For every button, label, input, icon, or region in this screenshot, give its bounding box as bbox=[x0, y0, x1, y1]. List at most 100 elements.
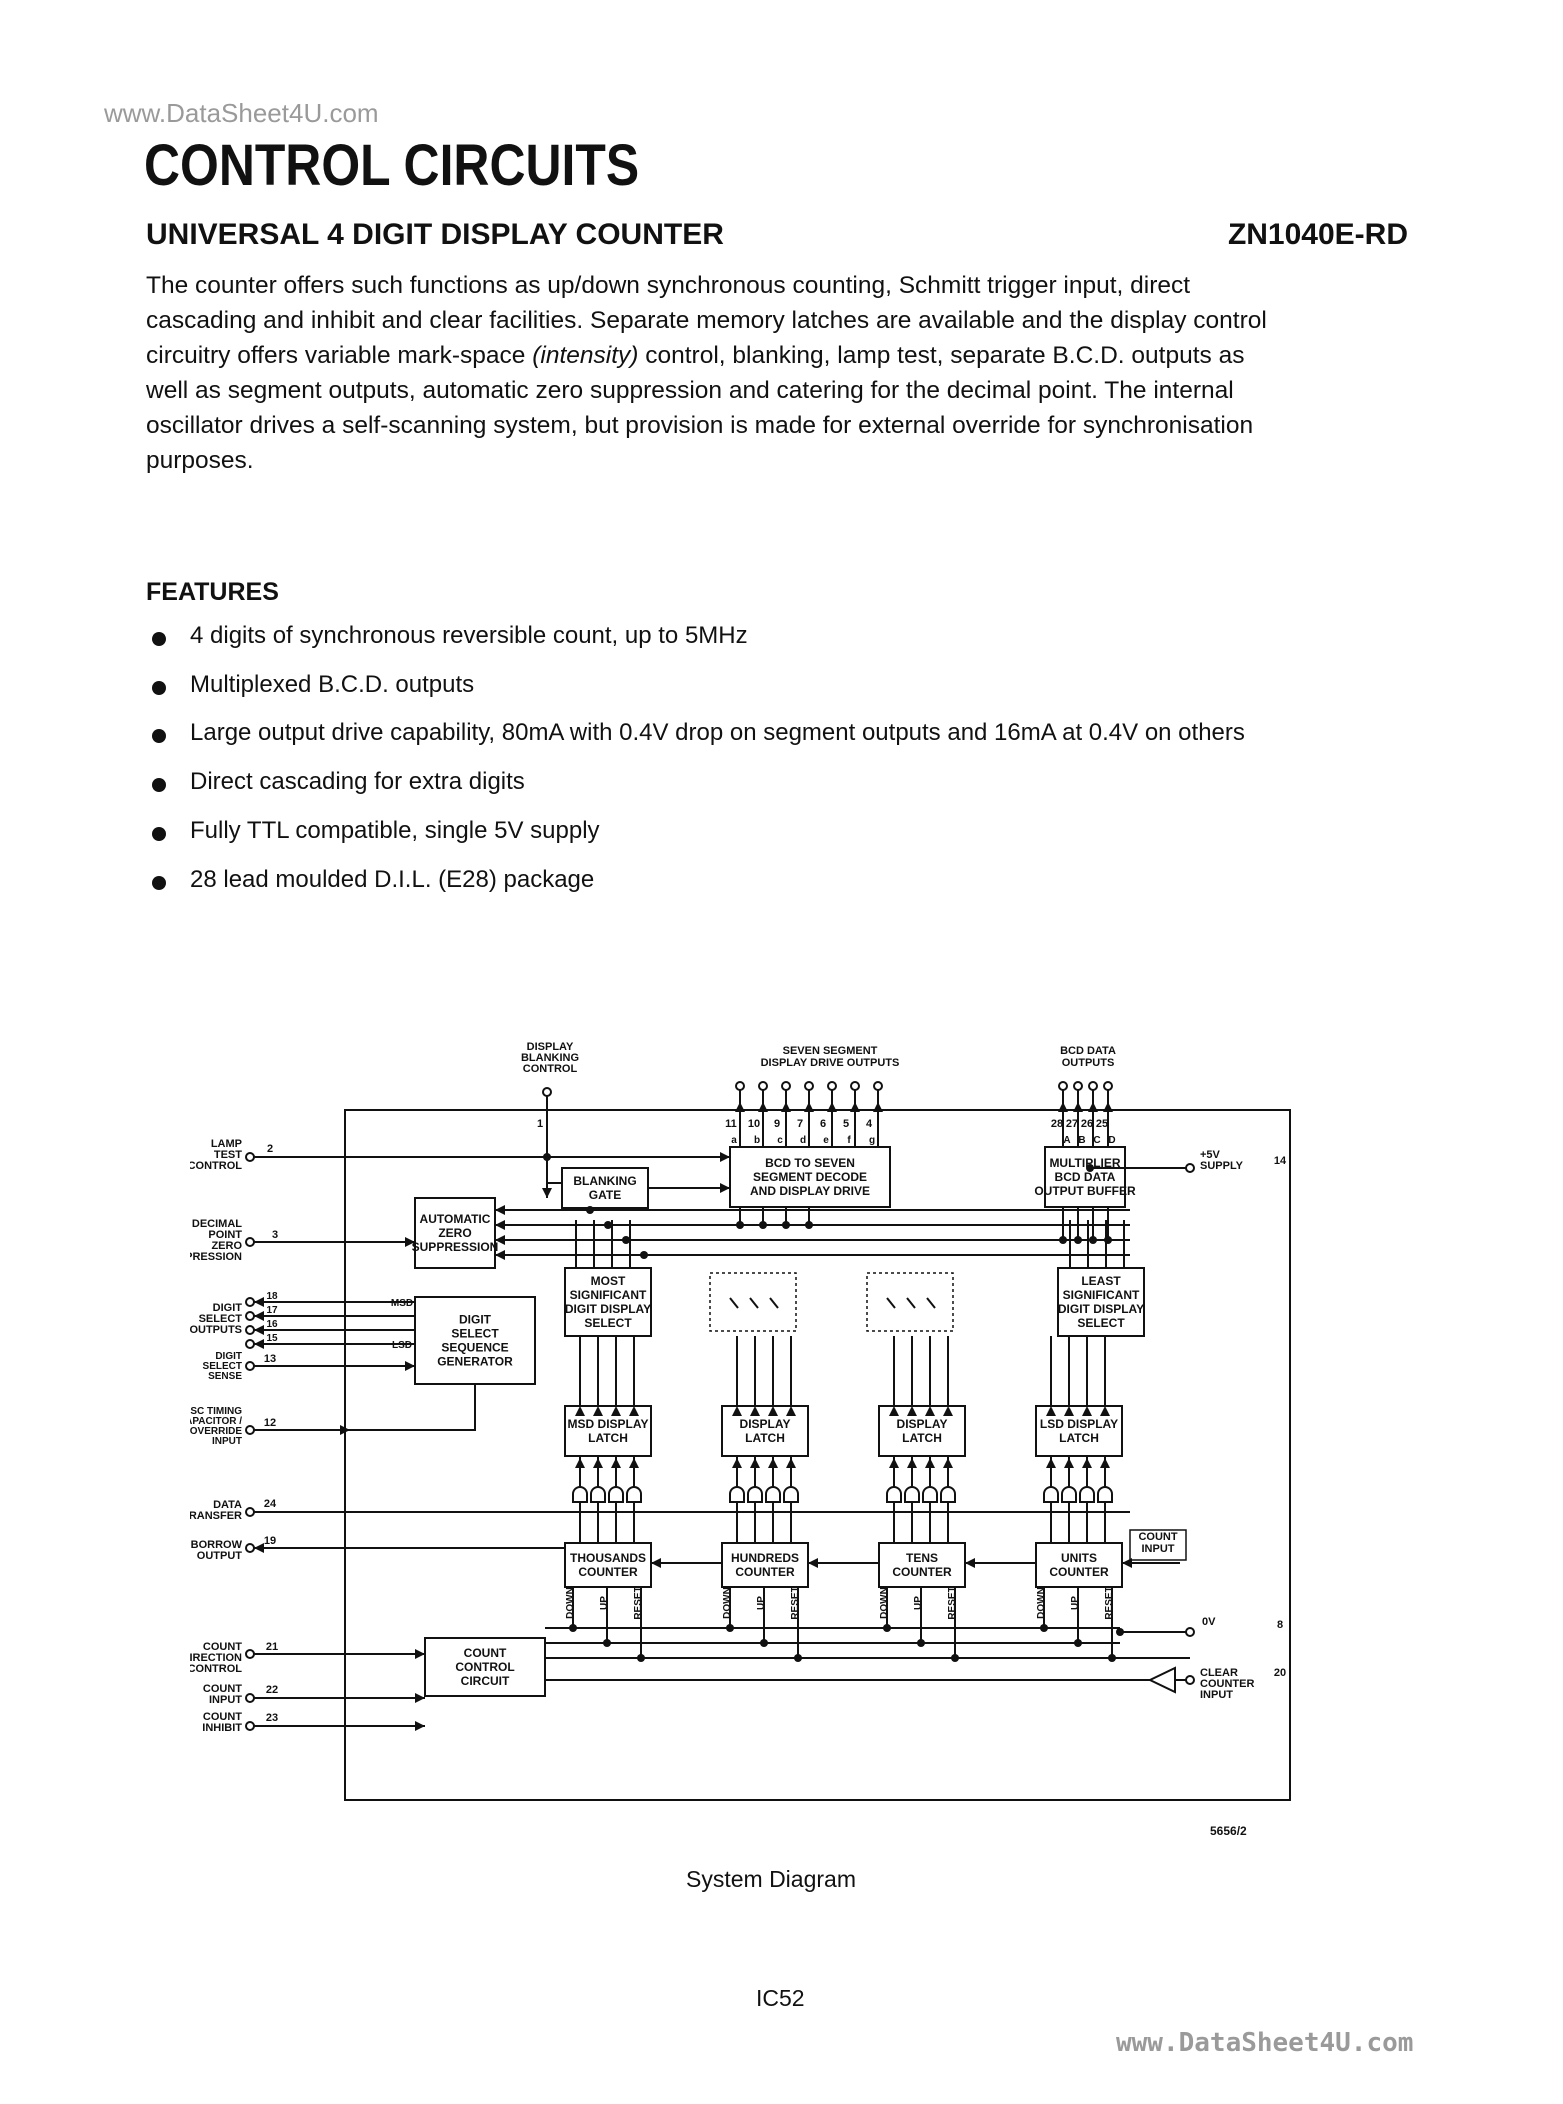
arrow-head bbox=[1073, 1102, 1083, 1112]
arrow-head bbox=[808, 1558, 818, 1568]
clear-label: INPUT bbox=[1200, 1689, 1233, 1701]
pin-number: 23 bbox=[266, 1712, 278, 1724]
counter-input-label: UP bbox=[599, 1596, 610, 1610]
count-input-box bbox=[1129, 1529, 1187, 1561]
multiplier-block-label: OUTPUT BUFFER bbox=[1034, 1184, 1136, 1198]
junction-dot bbox=[640, 1251, 648, 1259]
top-label-seven-seg: SEVEN SEGMENT bbox=[783, 1045, 878, 1057]
switch-contact bbox=[926, 1297, 936, 1309]
direction-label: DIRECTION bbox=[190, 1652, 242, 1664]
bcd-pin-number: 25 bbox=[1096, 1118, 1108, 1130]
intro-line: cascading and inhibit and clear faciliti… bbox=[146, 307, 1267, 334]
pin-number: 8 bbox=[1277, 1619, 1283, 1631]
pin-number: 19 bbox=[264, 1535, 276, 1547]
pin-terminal bbox=[245, 1721, 255, 1731]
count-input-label: INPUT bbox=[209, 1694, 242, 1706]
arrow-head bbox=[495, 1250, 505, 1260]
units-counter-block bbox=[1035, 1542, 1123, 1588]
arrow-head bbox=[758, 1102, 768, 1112]
arrow-head bbox=[732, 1406, 742, 1416]
count-control-block-label: CIRCUIT bbox=[461, 1674, 510, 1688]
auto-zero-block bbox=[414, 1197, 496, 1269]
pin-terminal bbox=[245, 1339, 255, 1349]
seg-decode-block-label: BCD TO SEVEN bbox=[765, 1156, 855, 1170]
transfer-label: DATA bbox=[213, 1499, 242, 1511]
hundreds-counter-block-label: COUNTER bbox=[735, 1565, 795, 1579]
count-input-box-label: INPUT bbox=[1142, 1543, 1175, 1555]
pin-terminal bbox=[1185, 1627, 1195, 1637]
multiplier-block-label: BCD DATA bbox=[1055, 1170, 1116, 1184]
arrow-head bbox=[542, 1188, 552, 1198]
arrow-head bbox=[1046, 1458, 1056, 1468]
counter-input-label: UP bbox=[913, 1596, 924, 1610]
feature-item: 28 lead moulded D.I.L. (E28) package bbox=[190, 866, 595, 893]
and-gate bbox=[922, 1486, 938, 1503]
features-heading: FEATURES bbox=[146, 578, 279, 606]
digit-sense-label: SELECT bbox=[203, 1361, 242, 1372]
display-latch-block-label: LATCH bbox=[745, 1431, 785, 1445]
lsd-tag: LSD bbox=[392, 1340, 412, 1351]
arrow-head bbox=[611, 1458, 621, 1468]
dp-zero-label: SUPPRESSION bbox=[190, 1251, 242, 1263]
ground-label: 0V bbox=[1202, 1616, 1216, 1628]
arrow-head bbox=[254, 1311, 264, 1321]
bullet-icon bbox=[152, 681, 166, 695]
top-label-blanking: BLANKING bbox=[521, 1052, 579, 1064]
section-subtitle: UNIVERSAL 4 DIGIT DISPLAY COUNTER bbox=[146, 218, 724, 251]
bullet-icon bbox=[152, 876, 166, 890]
pin-terminal bbox=[245, 1297, 255, 1307]
pin-terminal bbox=[873, 1081, 883, 1091]
and-gate bbox=[1061, 1486, 1077, 1503]
thousands-counter-block-label: THOUSANDS bbox=[570, 1551, 646, 1565]
dp-zero-label: DECIMAL bbox=[192, 1218, 242, 1230]
junction-dot bbox=[759, 1221, 767, 1229]
arrow-head bbox=[629, 1458, 639, 1468]
tens-counter-block bbox=[878, 1542, 966, 1588]
multiplier-block bbox=[1044, 1146, 1126, 1208]
intro-line: well as segment outputs, automatic zero … bbox=[146, 377, 1234, 404]
seg-pin-number: 9 bbox=[774, 1118, 780, 1130]
and-gate bbox=[747, 1486, 763, 1503]
pin-terminal bbox=[1103, 1081, 1113, 1091]
display-latch-block-label: LATCH bbox=[902, 1431, 942, 1445]
junction-dot bbox=[1059, 1236, 1067, 1244]
units-counter-block-label: UNITS bbox=[1061, 1551, 1097, 1565]
seg-pin-number: 5 bbox=[843, 1118, 849, 1130]
switch-contact bbox=[729, 1297, 739, 1309]
arrow-head bbox=[611, 1406, 621, 1416]
hundreds-counter-block bbox=[721, 1542, 809, 1588]
arrow-head bbox=[925, 1406, 935, 1416]
seg-pin-number: 4 bbox=[866, 1118, 873, 1130]
osc-label: OVERRIDE bbox=[190, 1426, 242, 1437]
bcd-pin-number: 27 bbox=[1066, 1118, 1078, 1130]
supply-label: +5V bbox=[1200, 1149, 1221, 1161]
bullet-icon bbox=[152, 778, 166, 792]
arrow-head bbox=[873, 1102, 883, 1112]
arrow-head bbox=[965, 1558, 975, 1568]
arrow-head bbox=[415, 1693, 425, 1703]
arrow-head bbox=[804, 1102, 814, 1112]
arrow-head bbox=[768, 1406, 778, 1416]
arrow-head bbox=[943, 1406, 953, 1416]
pin-terminal bbox=[245, 1361, 255, 1371]
and-gate bbox=[1097, 1486, 1113, 1503]
thousands-counter-block bbox=[564, 1542, 652, 1588]
arrow-head bbox=[254, 1325, 264, 1335]
part-number: ZN1040E-RD bbox=[1227, 218, 1408, 251]
counter-input-label: RESET bbox=[947, 1586, 958, 1619]
blanking-gate-block bbox=[561, 1167, 649, 1209]
seg-pin-number: 11 bbox=[725, 1118, 737, 1130]
seg-letter: d bbox=[800, 1135, 806, 1146]
pin-number: 17 bbox=[266, 1305, 278, 1316]
seg-letter: g bbox=[869, 1135, 875, 1146]
arrow-head bbox=[889, 1406, 899, 1416]
arrow-head bbox=[1046, 1406, 1056, 1416]
lsd-latch-block-label: LSD DISPLAY bbox=[1040, 1417, 1118, 1431]
pin-number: 14 bbox=[1274, 1155, 1287, 1167]
feature-item: 4 digits of synchronous reversible count… bbox=[190, 622, 748, 649]
arrow-head bbox=[925, 1458, 935, 1468]
arrow-head bbox=[405, 1237, 415, 1247]
digit-select-label: SELECT bbox=[199, 1313, 243, 1325]
figure-number: 5656/2 bbox=[1210, 1824, 1247, 1838]
